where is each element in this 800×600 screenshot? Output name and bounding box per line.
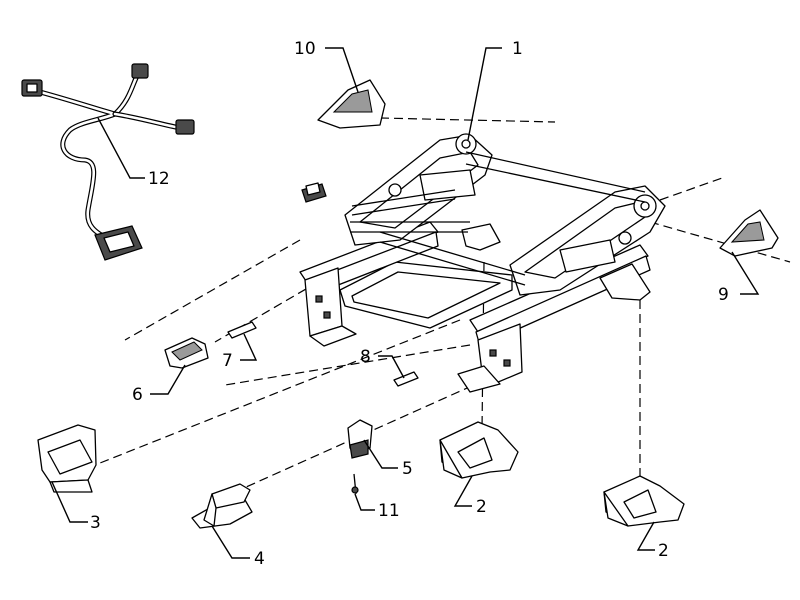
callout-6: 6 [132, 385, 143, 405]
callout-12: 12 [148, 169, 170, 189]
callout-10: 10 [294, 39, 316, 59]
part-12-wire-harness [21, 63, 195, 261]
part-4-end-cover [191, 483, 253, 529]
callout-8: 8 [360, 347, 371, 367]
seat-frame-assembly [299, 133, 666, 393]
part-2-foot-cover-right [603, 475, 685, 527]
callout-4: 4 [254, 549, 265, 569]
part-10-cover [317, 79, 386, 129]
callout-1: 1 [512, 39, 523, 59]
callout-7: 7 [222, 351, 233, 371]
part-3-end-cover [37, 424, 97, 493]
part-7-pin [227, 321, 257, 339]
part-11-screw [351, 473, 359, 495]
leader-lines [51, 47, 760, 559]
callout-9: 9 [718, 285, 729, 305]
callout-11: 11 [378, 501, 400, 521]
callout-2-right: 2 [658, 541, 669, 561]
part-5-bracket [347, 419, 373, 459]
callout-5: 5 [402, 459, 413, 479]
frame-clip [301, 182, 327, 203]
part-2-foot-cover-left [439, 421, 519, 479]
part-9-cover [719, 209, 779, 257]
callout-labels: 1 2 2 3 4 5 6 7 8 9 10 11 12 [90, 39, 729, 569]
part-6-cover [164, 337, 209, 369]
callout-3: 3 [90, 513, 101, 533]
part-8-pin [393, 371, 419, 387]
callout-2-left: 2 [476, 497, 487, 517]
